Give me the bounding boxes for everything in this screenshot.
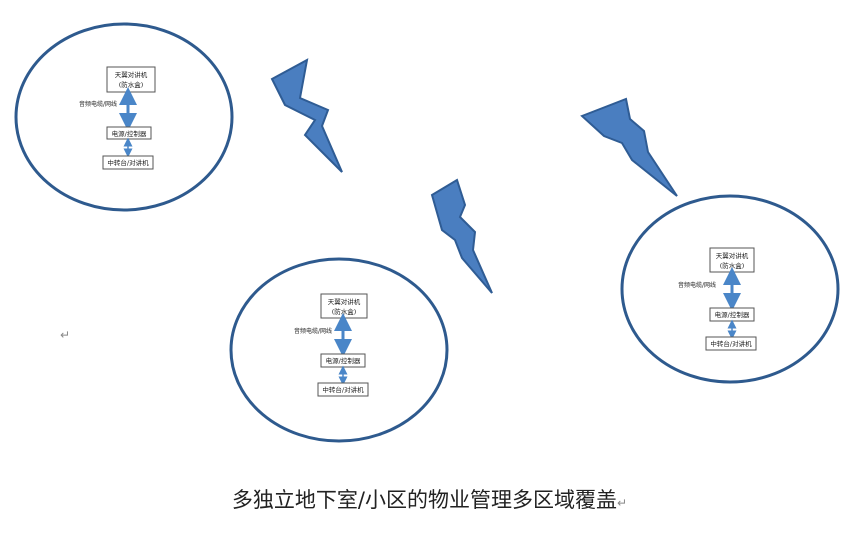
- cell-top-left: 天翼对讲机 (防水盒) 音频电缆/网线 电源/控制器 中转台/对讲机: [14, 22, 234, 212]
- paragraph-mark: ↵: [60, 328, 71, 342]
- device-box-bottom-label: 中转台/对讲机: [322, 385, 364, 394]
- device-box-top-line1: 天翼对讲机: [716, 251, 749, 260]
- device-box-bottom: [705, 336, 757, 351]
- cable-label: 音频电缆/网线: [678, 281, 716, 289]
- device-box-top-line2: (防水盒): [332, 307, 357, 316]
- device-box-mid-label: 电源/控制器: [326, 356, 361, 365]
- cable-label: 音频电缆/网线: [79, 100, 117, 108]
- cell-right: 天翼对讲机 (防水盒) 音频电缆/网线 电源/控制器 中转台/对讲机: [620, 194, 840, 384]
- device-box-mid-label: 电源/控制器: [112, 129, 147, 138]
- coverage-ellipse: [14, 22, 234, 212]
- diagram-caption: 多独立地下室/小区的物业管理多区域覆盖↵: [0, 484, 859, 514]
- coverage-ellipse: [229, 257, 449, 443]
- lightning-bolt-icon: [580, 97, 678, 197]
- caption-text: 多独立地下室/小区的物业管理多区域覆盖: [231, 488, 617, 512]
- device-box-top-line2: (防水盒): [720, 261, 745, 270]
- device-box-bottom-label: 中转台/对讲机: [107, 158, 149, 167]
- device-box-bottom: [102, 155, 154, 170]
- lightning-bolt-icon: [430, 178, 493, 294]
- device-box-bottom-label: 中转台/对讲机: [710, 339, 752, 348]
- cable-label: 音频电缆/网线: [294, 327, 332, 335]
- device-box-mid-label: 电源/控制器: [715, 310, 750, 319]
- caption-paragraph-mark: ↵: [617, 496, 628, 510]
- device-box-bottom: [317, 382, 369, 397]
- cell-bottom-center: 天翼对讲机 (防水盒) 音频电缆/网线 电源/控制器 中转台/对讲机: [229, 257, 449, 443]
- device-box-top-line2: (防水盒): [119, 80, 144, 89]
- coverage-ellipse: [620, 194, 840, 384]
- lightning-bolt-icon: [270, 58, 343, 173]
- device-box-top-line1: 天翼对讲机: [115, 70, 148, 79]
- device-box-top-line1: 天翼对讲机: [328, 297, 361, 306]
